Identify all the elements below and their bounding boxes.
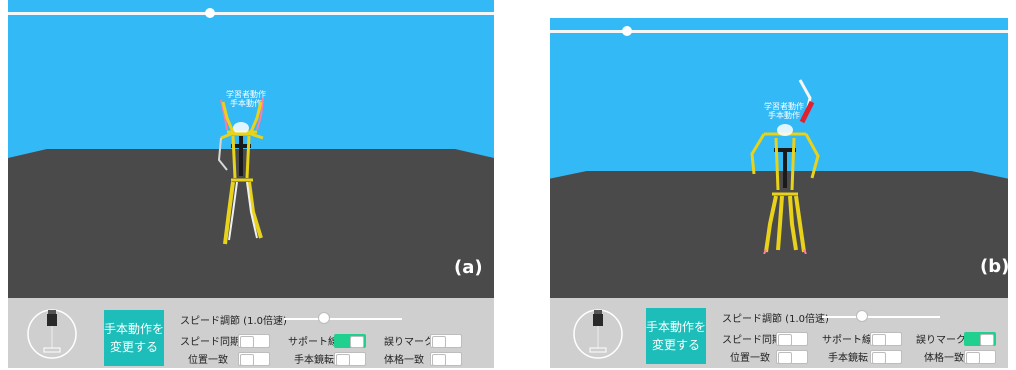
timeline-track[interactable] [8, 12, 494, 15]
speed-sync-label: スピード同期 [180, 337, 240, 348]
camera-joystick[interactable] [570, 304, 626, 360]
error-mark-toggle[interactable] [430, 334, 462, 348]
learner-motion-label: 学習者動作 手本動作 [216, 90, 276, 108]
panel-tag-b: (b) [980, 256, 1008, 277]
learner-label-text: 学習者動作 [226, 90, 266, 99]
support-line-toggle[interactable] [334, 334, 366, 348]
control-panel: 手本動作を 変更する スピード調節 (1.0倍速) スピード同期 サポート線 誤… [550, 298, 1008, 368]
timeline-knob[interactable] [622, 26, 632, 36]
speed-slider-track[interactable] [822, 316, 940, 318]
skeleton-figure [217, 97, 264, 245]
skeleton-figure [750, 79, 820, 254]
speed-sync-toggle[interactable] [238, 334, 270, 348]
learner-motion-label: 学習者動作 手本動作 [754, 102, 814, 120]
camera-joystick[interactable] [24, 304, 80, 360]
body-match-toggle[interactable] [964, 350, 996, 364]
panel-tag-a: (a) [454, 257, 483, 278]
support-line-label: サポート線 [822, 335, 872, 346]
body-match-label: 体格一致 [924, 353, 964, 364]
speed-sync-toggle[interactable] [776, 332, 808, 346]
body-match-toggle[interactable] [430, 352, 462, 366]
change-model-motion-button[interactable]: 手本動作を 変更する [104, 310, 164, 366]
position-match-label: 位置一致 [188, 355, 228, 366]
viewport-3d[interactable]: 学習者動作 手本動作 ( [550, 18, 1008, 299]
body-match-label: 体格一致 [384, 355, 424, 366]
model-mirror-label: 手本鏡転 [828, 353, 868, 364]
viewport-3d[interactable]: 学習者動作 手本動作 (a) [8, 0, 494, 299]
error-mark-label: 誤りマーク [384, 337, 434, 348]
support-line-toggle[interactable] [870, 332, 902, 346]
error-mark-label: 誤りマーク [916, 335, 966, 346]
floor-plane [8, 149, 494, 299]
learner-label-text: 学習者動作 [764, 102, 804, 111]
change-model-motion-button[interactable]: 手本動作を 変更する [646, 308, 706, 364]
position-match-label: 位置一致 [730, 353, 770, 364]
panel-a: 学習者動作 手本動作 (a) [8, 0, 494, 368]
panel-b: 学習者動作 手本動作 ( [550, 18, 1008, 368]
model-label-text: 手本動作 [230, 99, 262, 108]
change-button-label: 手本動作を 変更する [646, 320, 707, 352]
change-button-label: 手本動作を 変更する [104, 322, 165, 354]
support-line-label: サポート線 [288, 337, 338, 348]
speed-sync-label: スピード同期 [722, 335, 782, 346]
error-mark-toggle[interactable] [964, 332, 996, 346]
model-mirror-label: 手本鏡転 [294, 355, 334, 366]
timeline-knob[interactable] [205, 8, 215, 18]
speed-slider-track[interactable] [284, 318, 402, 320]
model-mirror-toggle[interactable] [334, 352, 366, 366]
model-mirror-toggle[interactable] [870, 350, 902, 364]
control-panel: 手本動作を 変更する スピード調節 (1.0倍速) スピード同期 サポート線 誤… [8, 298, 494, 368]
speed-adjust-label: スピード調節 (1.0倍速) [722, 314, 829, 325]
speed-adjust-label: スピード調節 (1.0倍速) [180, 316, 287, 327]
model-label-text: 手本動作 [768, 111, 800, 120]
speed-slider-knob[interactable] [856, 310, 868, 322]
position-match-toggle[interactable] [238, 352, 270, 366]
speed-slider-knob[interactable] [318, 312, 330, 324]
timeline-track[interactable] [550, 30, 1008, 33]
position-match-toggle[interactable] [776, 350, 808, 364]
